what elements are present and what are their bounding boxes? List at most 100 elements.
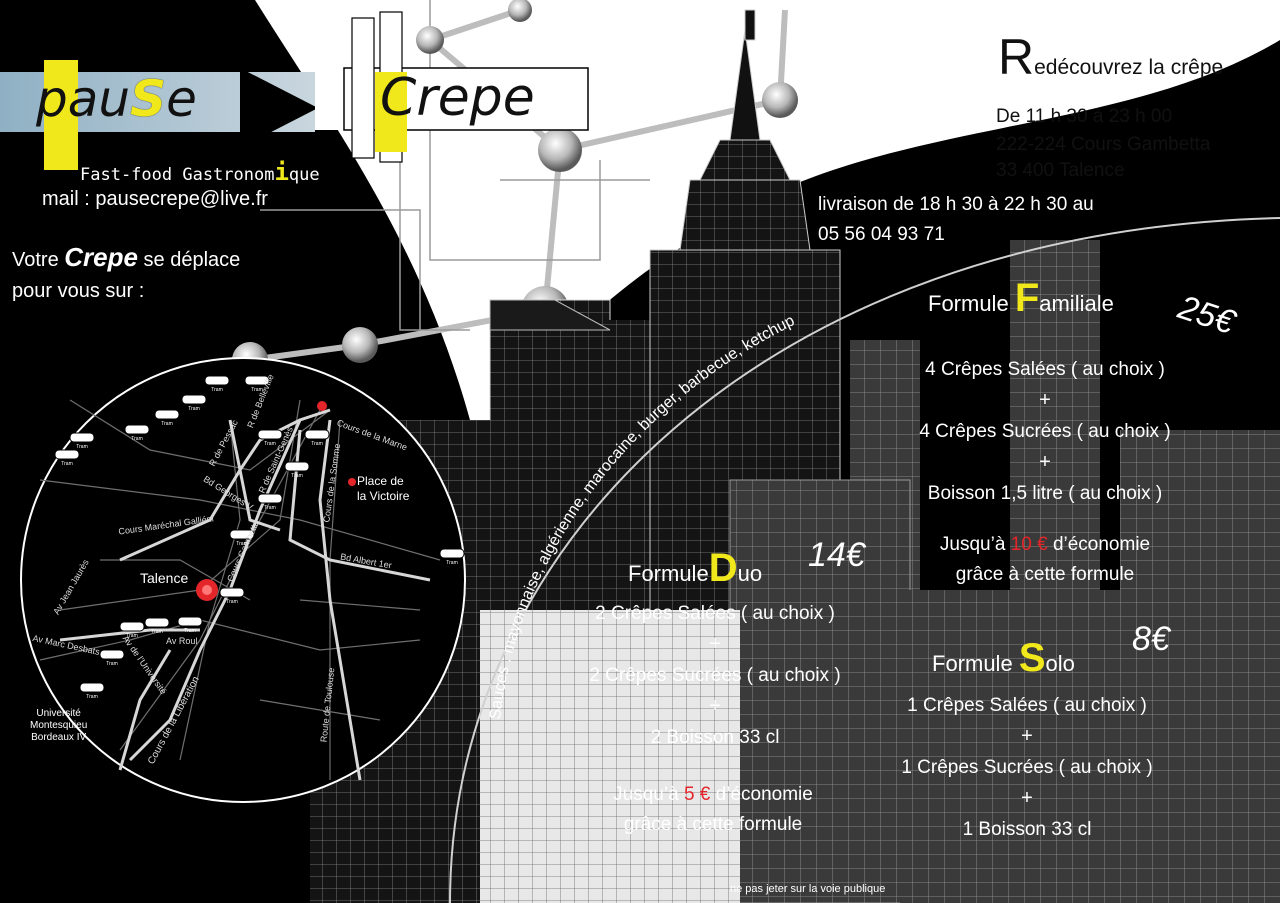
solo-line3: 1 Boisson 33 cl	[962, 819, 1092, 840]
familiale-saving-pre: Jusqu’à	[939, 534, 1006, 555]
logo-c: C	[380, 68, 417, 128]
tram-label: Tram	[236, 541, 247, 547]
map-label-university: Université Montesquieu Bordeaux IV	[30, 708, 87, 744]
tram-label: Tram	[126, 633, 137, 639]
familiale-label-pre: Formule	[928, 291, 1009, 316]
duo-saving-line2: grâce à cette formule	[623, 814, 803, 835]
tram-label: Tram	[131, 436, 142, 442]
familiale-label-post: amiliale	[1039, 291, 1114, 316]
duo-plus2: +	[709, 695, 721, 717]
solo-label-post: olo	[1045, 651, 1075, 676]
duo-label-pre: Formule	[628, 561, 709, 586]
tram-label: Tram	[76, 444, 87, 450]
tram-icons	[54, 375, 465, 693]
familiale-saving-line2: grâce à cette formule	[955, 564, 1135, 585]
tram-label: Tram	[106, 661, 117, 667]
logo-tagline: Fast-food Gastronomique	[80, 158, 320, 186]
tram-label: Tram	[251, 387, 262, 393]
university-line1: Université	[36, 708, 81, 719]
place-line2: la Victoire	[357, 489, 410, 503]
contact-se-deplace: se déplace	[143, 249, 241, 271]
familiale-line3: Boisson 1,5 litre ( au choix )	[927, 483, 1163, 504]
place-line1: Place de	[357, 474, 404, 488]
logo-e: e	[166, 70, 197, 128]
familiale-line1: 4 Crêpes Salées ( au choix )	[925, 359, 1165, 380]
tagline-i: i	[274, 158, 289, 186]
menu-arc	[449, 217, 1280, 903]
contact-pour-vous: pour vous sur :	[12, 280, 145, 302]
solo-plus1: +	[1021, 725, 1033, 747]
duo-saving-pre: Jusqu’à	[613, 784, 679, 805]
header-phone: 05 56 04 93 71	[818, 224, 945, 245]
duo-label-post: uo	[737, 561, 763, 586]
logo-repe: repe	[416, 68, 535, 128]
familiale-title: Formule Familiale	[928, 276, 1114, 321]
solo-line2: 1 Crêpes Sucrées ( au choix )	[901, 757, 1153, 778]
duo-plus1: +	[709, 633, 721, 655]
tram-label: Tram	[211, 387, 222, 393]
map-circle	[20, 357, 466, 803]
familiale-line2: 4 Crêpes Sucrées ( au choix )	[919, 421, 1171, 442]
solo-label-pre: Formule	[932, 651, 1013, 676]
tram-label: Tram	[161, 421, 172, 427]
familiale-saving-post: d’économie	[1052, 534, 1151, 555]
header-address1: 222-224 Cours Gambetta	[996, 134, 1211, 155]
contact-votre: Votre	[12, 249, 59, 271]
duo-letter: D	[708, 546, 738, 590]
university-line2: Montesquieu	[30, 720, 88, 731]
contact-crepe-word: Crepe	[64, 242, 138, 272]
tagline-part1: Fast-food Gastronom	[80, 165, 275, 185]
duo-saving-amount: 5 €	[683, 784, 711, 805]
header-hours: De 11 h 30 à 23 h 00	[996, 106, 1173, 127]
familiale-letter: F	[1014, 276, 1040, 320]
tram-label: Tram	[264, 505, 275, 511]
duo-saving-post: d’économie	[715, 784, 813, 805]
solo-price: 8€	[1132, 620, 1170, 658]
logo-pau: pau	[36, 70, 131, 128]
header-address2: 33 400 Talence	[996, 160, 1125, 181]
tram-label: Tram	[151, 629, 162, 635]
tram-label: Tram	[226, 599, 237, 605]
tram-label: Tram	[61, 461, 72, 467]
familiale-plus2: +	[1039, 451, 1051, 473]
solo-plus2: +	[1021, 787, 1033, 809]
university-line3: Bordeaux IV	[31, 732, 87, 743]
duo-line1: 2 Crêpes Salées ( au choix )	[595, 603, 835, 624]
logo-word-crepe: Crepe	[380, 68, 535, 128]
redecouvrez-r: R	[998, 29, 1035, 85]
play-arrow-icon	[240, 68, 318, 148]
solo-letter: S	[1018, 636, 1046, 680]
tram-label: Tram	[311, 441, 322, 447]
street-av-roul: Av Roul	[166, 636, 198, 646]
logo-s: S	[130, 70, 167, 128]
duo-items: 2 Crêpes Salées ( au choix ) + 2 Crêpes …	[550, 598, 880, 753]
logo-word-pause: pauSe	[36, 70, 197, 128]
tram-label: Tram	[188, 406, 199, 412]
duo-price: 14€	[808, 536, 865, 574]
familiale-items: 4 Crêpes Salées ( au choix ) + 4 Crêpes …	[880, 354, 1210, 509]
tagline-part3: que	[288, 165, 320, 185]
tram-label: Tram	[86, 694, 97, 700]
tram-label: Tram	[184, 628, 195, 634]
familiale-plus1: +	[1039, 389, 1051, 411]
contact-votre-line: Votre Crepe se déplace	[12, 242, 240, 273]
solo-line1: 1 Crêpes Salées ( au choix )	[907, 695, 1147, 716]
map-label-place-victoire: Place de la Victoire	[357, 474, 409, 504]
familiale-saving: Jusqu’à 10 € d’économie grâce à cette fo…	[880, 530, 1210, 590]
familiale-saving-amount: 10 €	[1010, 534, 1048, 555]
map-label-talence: Talence	[140, 570, 189, 586]
duo-title: FormuleDuo	[628, 546, 762, 591]
tram-label: Tram	[446, 560, 457, 566]
city-skyline	[310, 9, 1280, 903]
redecouvrez-title: Redécouvrez la crêpe	[998, 32, 1223, 82]
duo-line3: 2 Boisson 33 cl	[650, 727, 780, 748]
duo-saving: Jusqu’à 5 € d’économie grâce à cette for…	[548, 780, 878, 840]
footer-note: ne pas jeter sur la voie publique	[730, 883, 886, 895]
solo-title: Formule Solo	[932, 636, 1075, 681]
contact-mail: mail : pausecrepe@live.fr	[42, 188, 268, 210]
duo-line2: 2 Crêpes Sucrées ( au choix )	[589, 665, 841, 686]
tram-label: Tram	[264, 441, 275, 447]
tram-label: Tram	[291, 473, 302, 479]
